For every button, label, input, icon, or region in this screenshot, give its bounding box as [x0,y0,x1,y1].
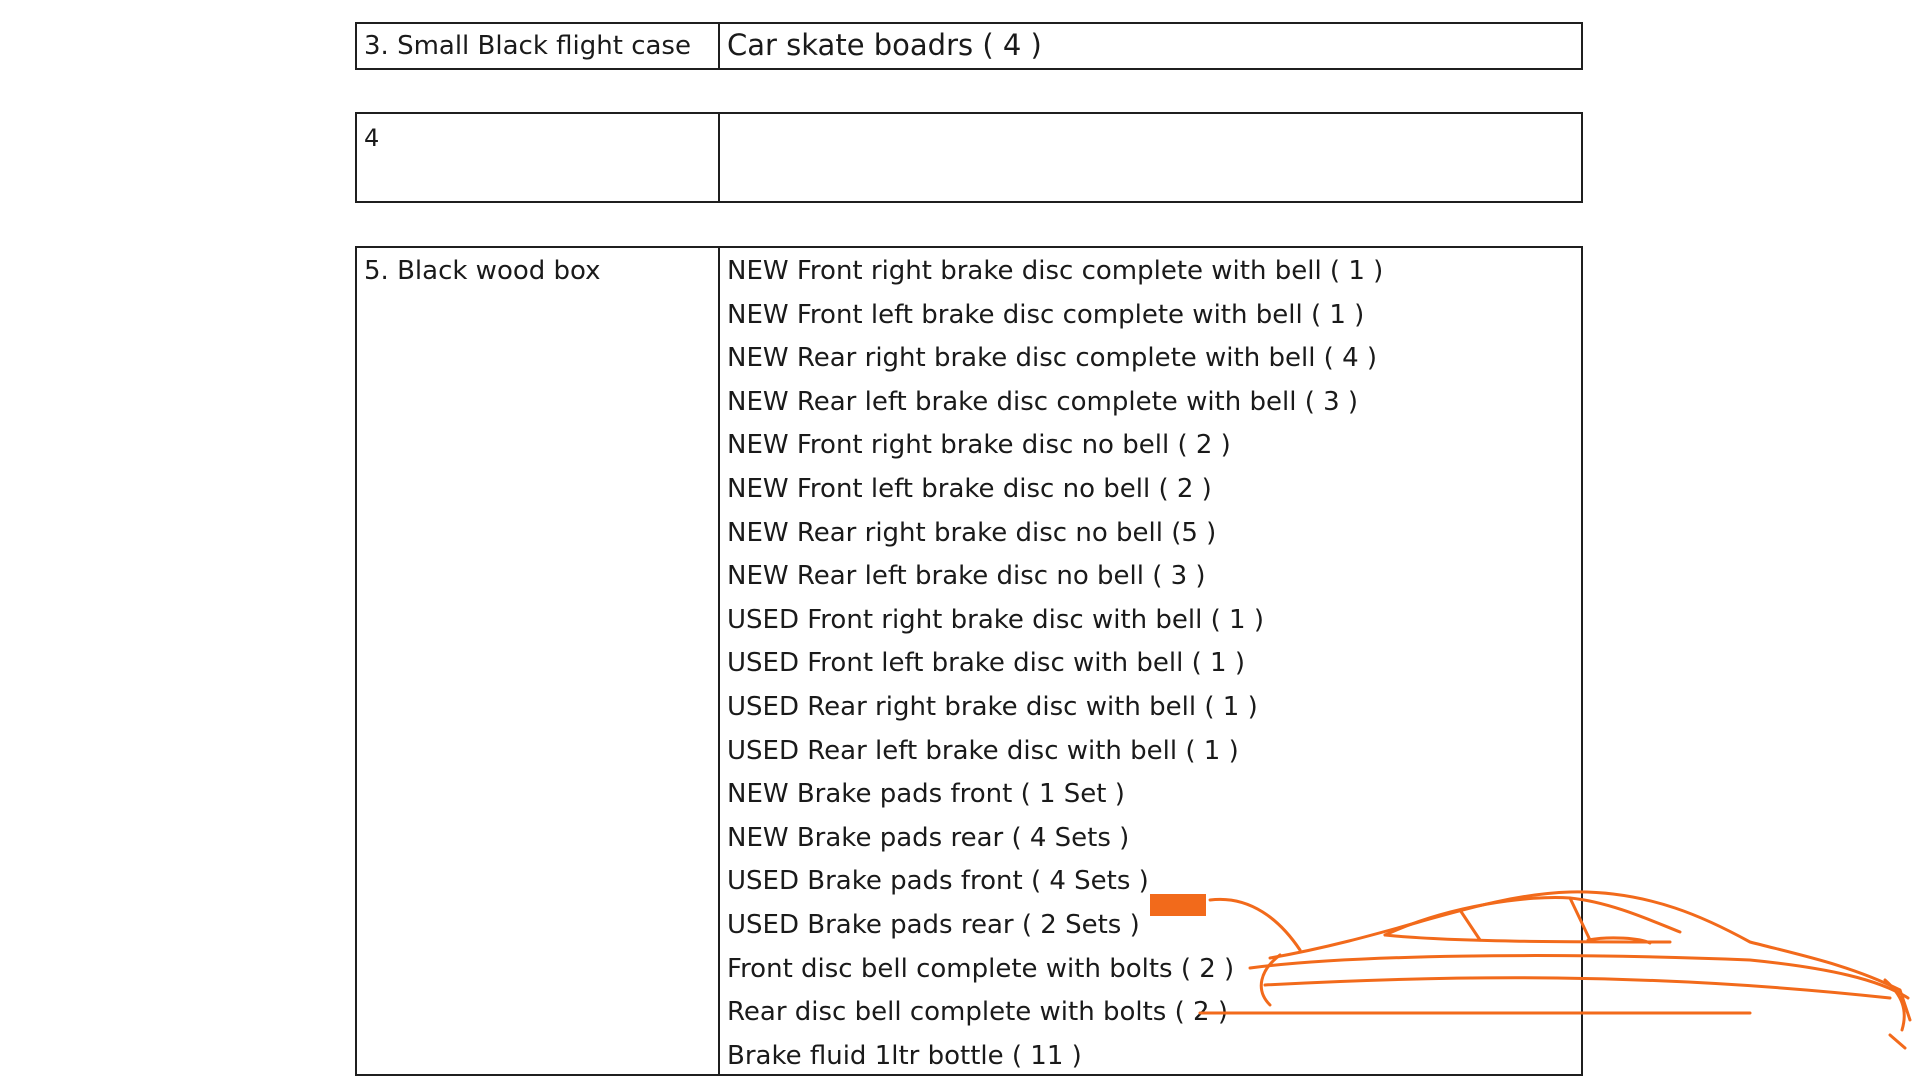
list-item: NEW Brake pads front ( 1 Set ) [727,779,1125,810]
row-3-label: 3. Small Black flight case [357,24,720,68]
list-item: NEW Rear right brake disc complete with … [727,343,1378,374]
list-item: NEW Front left brake disc complete with … [727,299,1365,330]
list-item: NEW Rear left brake disc complete with b… [727,386,1359,417]
list-item: Brake fluid 1ltr bottle ( 11 ) [727,1040,1082,1071]
list-item: Front disc bell complete with bolts ( 2 … [727,953,1235,984]
list-item: NEW Rear left brake disc no bell ( 3 ) [727,561,1206,592]
row-3-contents: Car skate boadrs ( 4 ) [727,28,1042,62]
row-4-contents [720,114,1581,201]
table-row-3: 3. Small Black flight case Car skate boa… [355,22,1583,70]
row-5-label: 5. Black wood box [357,248,720,1074]
list-item: NEW Brake pads rear ( 4 Sets ) [727,822,1130,853]
list-item: USED Rear left brake disc with bell ( 1 … [727,735,1239,766]
row-5-contents: NEW Front right brake disc complete with… [720,248,1581,1074]
table-row-5: 5. Black wood box NEW Front right brake … [355,246,1583,1076]
list-item: USED Brake pads rear ( 2 Sets ) [727,909,1140,940]
list-item: NEW Rear right brake disc no bell (5 ) [727,517,1217,548]
list-item: NEW Front left brake disc no bell ( 2 ) [727,473,1212,504]
list-item: NEW Front right brake disc no bell ( 2 ) [727,430,1231,461]
list-item: NEW Front right brake disc complete with… [727,256,1384,286]
list-item: Rear disc bell complete with bolts ( 2 ) [727,997,1228,1028]
list-item: USED Front left brake disc with bell ( 1… [727,648,1245,679]
row-4-label: 4 [357,114,720,201]
list-item: USED Front right brake disc with bell ( … [727,604,1264,635]
list-item: USED Brake pads front ( 4 Sets ) [727,866,1149,897]
list-item: USED Rear right brake disc with bell ( 1… [727,691,1258,722]
table-row-4: 4 [355,112,1583,203]
